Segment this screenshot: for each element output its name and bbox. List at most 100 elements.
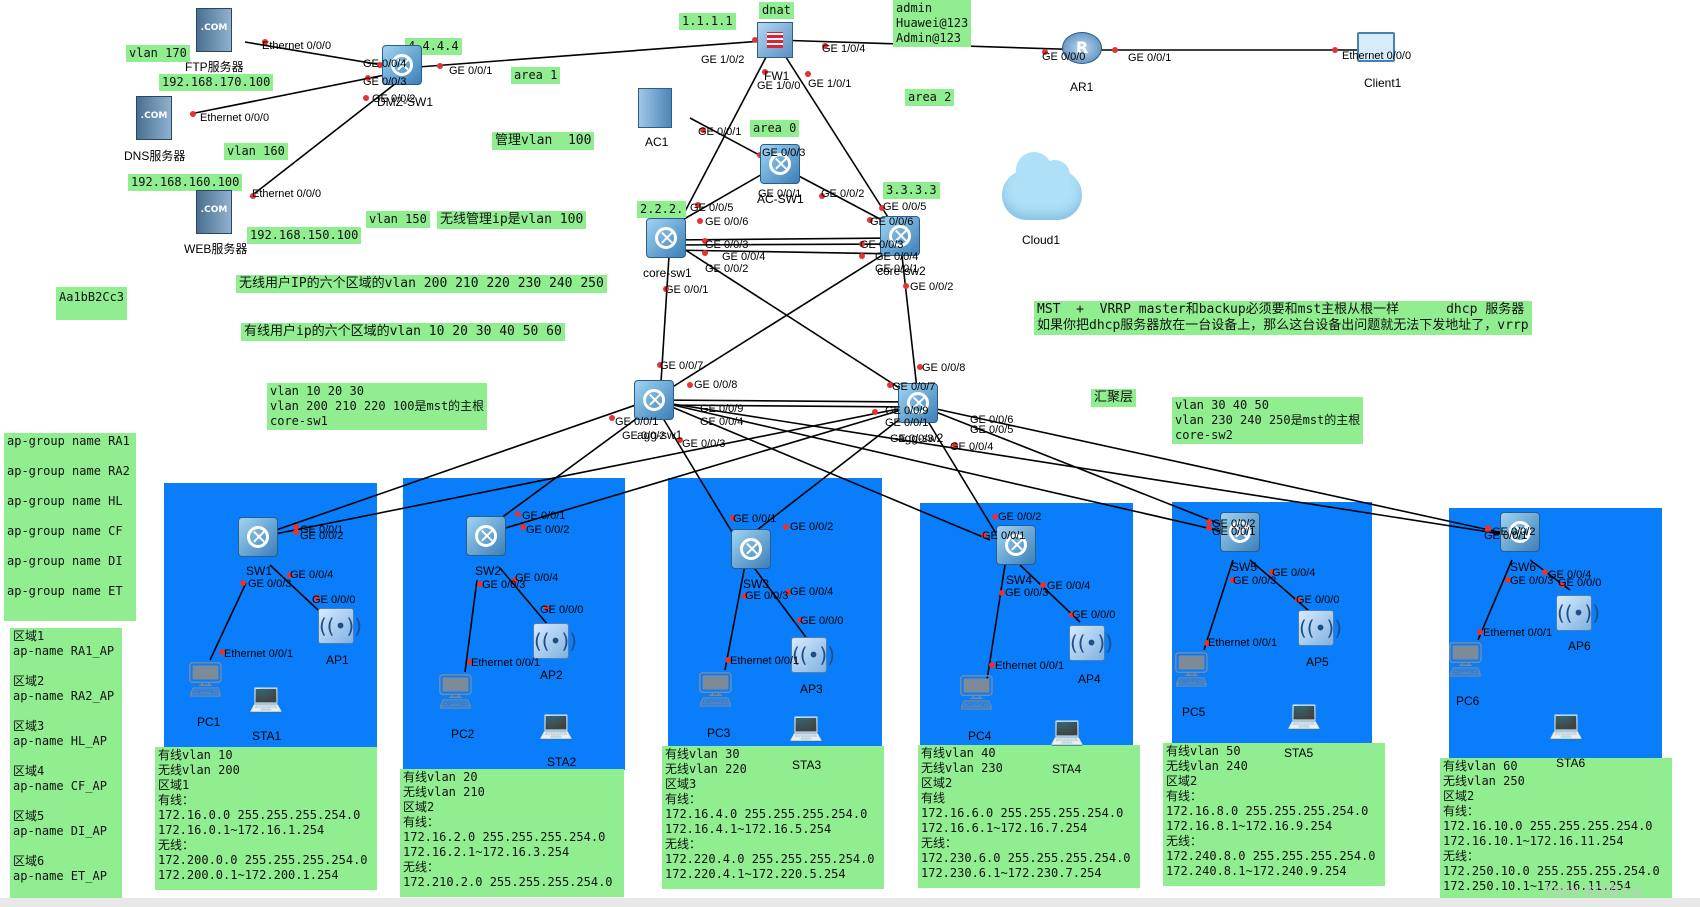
switch-icon bbox=[760, 144, 801, 184]
ftp-server[interactable]: .COM bbox=[196, 8, 232, 52]
note-area0: area 0 bbox=[750, 120, 800, 137]
port-dot bbox=[903, 283, 909, 289]
laptop-icon: 💻 bbox=[538, 708, 574, 741]
pc4-label: PC4 bbox=[968, 729, 992, 743]
port-label: GE 0/0/2 bbox=[300, 530, 344, 542]
port-dot bbox=[1204, 640, 1210, 646]
ap3[interactable]: ((•)) bbox=[791, 637, 835, 673]
pc5[interactable]: 🖥 bbox=[1170, 650, 1214, 690]
port-dot bbox=[1206, 519, 1212, 525]
desktop-icon: 🖥 bbox=[1170, 650, 1214, 690]
fw1[interactable] bbox=[757, 22, 793, 58]
ap5[interactable]: ((•)) bbox=[1298, 610, 1342, 646]
note-zone-3: 有线vlan 30 无线vlan 220 区域3 有线： 172.16.4.0 … bbox=[662, 746, 884, 889]
web-server[interactable]: .COM bbox=[196, 190, 232, 234]
port-dot bbox=[887, 382, 893, 388]
core-sw1[interactable] bbox=[646, 218, 687, 258]
client-icon bbox=[1357, 32, 1395, 62]
port-label: GE 0/0/7 bbox=[892, 381, 936, 393]
port-label: GE 0/0/3 bbox=[1233, 575, 1277, 587]
port-label: GE 0/0/4 bbox=[722, 251, 766, 263]
switch-icon bbox=[634, 380, 675, 420]
pc2[interactable]: 🖥 bbox=[434, 672, 477, 712]
sta1[interactable]: 💻 bbox=[244, 683, 288, 713]
note-ap-groups: ap-group name RA1 ap-group name RA2 ap-g… bbox=[4, 433, 136, 621]
sta2[interactable]: 💻 bbox=[534, 710, 578, 740]
wifi-icon: ((•)) bbox=[1298, 610, 1342, 646]
note-admin: admin Huawei@123 Admin@123 bbox=[893, 0, 972, 47]
laptop-icon: 💻 bbox=[248, 681, 284, 714]
link bbox=[669, 237, 901, 241]
switch-icon bbox=[466, 516, 507, 556]
port-dot bbox=[742, 593, 748, 599]
sta6[interactable]: 💻 bbox=[1544, 710, 1588, 740]
port-label: Ethernet 0/0/1 bbox=[224, 648, 294, 660]
port-label: GE 0/0/1 bbox=[522, 510, 566, 522]
sta2-label: STA2 bbox=[547, 755, 577, 769]
port-label: GE 0/0/0 bbox=[1042, 51, 1086, 63]
core-sw2[interactable] bbox=[880, 216, 921, 256]
sta3[interactable]: 💻 bbox=[784, 712, 828, 742]
desktop-icon: 🖥 bbox=[694, 670, 738, 710]
port-dot bbox=[1230, 577, 1236, 583]
port-dot bbox=[314, 595, 320, 601]
sw1[interactable] bbox=[238, 517, 279, 557]
bottom-scrollbar[interactable] bbox=[0, 898, 1700, 907]
port-dot bbox=[293, 529, 299, 535]
sw5[interactable] bbox=[1220, 512, 1261, 552]
port-label: GE 0/0/6 bbox=[870, 216, 914, 228]
port-label: GE 0/0/6 bbox=[970, 414, 1014, 426]
dns-server[interactable]: .COM bbox=[136, 96, 172, 140]
link bbox=[669, 39, 776, 241]
link bbox=[917, 404, 1513, 536]
cloud1[interactable] bbox=[1002, 152, 1082, 220]
port-dot bbox=[730, 515, 736, 521]
link bbox=[477, 404, 656, 536]
port-label: GE 0/0/2 bbox=[790, 521, 834, 533]
pc5-label: PC5 bbox=[1182, 705, 1206, 719]
port-label: GE 0/0/1 bbox=[733, 513, 777, 525]
dmz-sw1[interactable] bbox=[382, 45, 423, 85]
sta4[interactable]: 💻 bbox=[1045, 716, 1089, 746]
port-dot bbox=[700, 127, 706, 133]
sw3[interactable] bbox=[731, 529, 772, 569]
switch-icon bbox=[238, 517, 279, 557]
ap2-label: AP2 bbox=[540, 668, 563, 682]
router-icon: R bbox=[1062, 32, 1102, 64]
client1[interactable] bbox=[1357, 32, 1395, 62]
pc3[interactable]: 🖥 bbox=[694, 670, 738, 710]
ap4[interactable]: ((•)) bbox=[1069, 625, 1113, 661]
port-label: GE 0/0/1 bbox=[1128, 52, 1172, 64]
agg-sw2[interactable] bbox=[898, 383, 939, 423]
port-dot bbox=[867, 217, 873, 223]
switch-icon bbox=[898, 383, 939, 423]
link bbox=[659, 239, 671, 399]
pc6[interactable]: 🖥 bbox=[1444, 640, 1487, 680]
link bbox=[669, 239, 919, 401]
pc4[interactable]: 🖥 bbox=[955, 673, 998, 713]
laptop-icon: 💻 bbox=[788, 710, 824, 743]
sw6[interactable] bbox=[1500, 512, 1541, 552]
port-label: GE 1/0/0 bbox=[757, 80, 801, 92]
port-dot bbox=[262, 39, 268, 45]
ac1[interactable] bbox=[638, 88, 672, 128]
agg-sw1[interactable] bbox=[634, 380, 675, 420]
ap2[interactable]: ((•)) bbox=[533, 623, 577, 659]
note-agg-layer: 汇聚层 bbox=[1091, 389, 1137, 407]
note-vlan150: vlan 150 bbox=[366, 211, 430, 228]
pc1[interactable]: 🖥 bbox=[184, 660, 227, 700]
ap1[interactable]: ((•)) bbox=[318, 608, 362, 644]
sta5[interactable]: 💻 bbox=[1282, 700, 1326, 730]
port-dot bbox=[467, 659, 473, 665]
sw2[interactable] bbox=[466, 516, 507, 556]
ap6[interactable]: ((•)) bbox=[1556, 595, 1600, 631]
sw4[interactable] bbox=[996, 525, 1037, 565]
port-label: GE 0/0/1 bbox=[885, 417, 929, 429]
note-dnat: dnat bbox=[759, 2, 794, 19]
ac-sw1[interactable] bbox=[760, 144, 801, 184]
note-ip160: 192.168.160.100 bbox=[128, 174, 243, 191]
port-label: GE 0/0/1 bbox=[1212, 526, 1256, 538]
ar1[interactable]: R bbox=[1062, 32, 1102, 64]
